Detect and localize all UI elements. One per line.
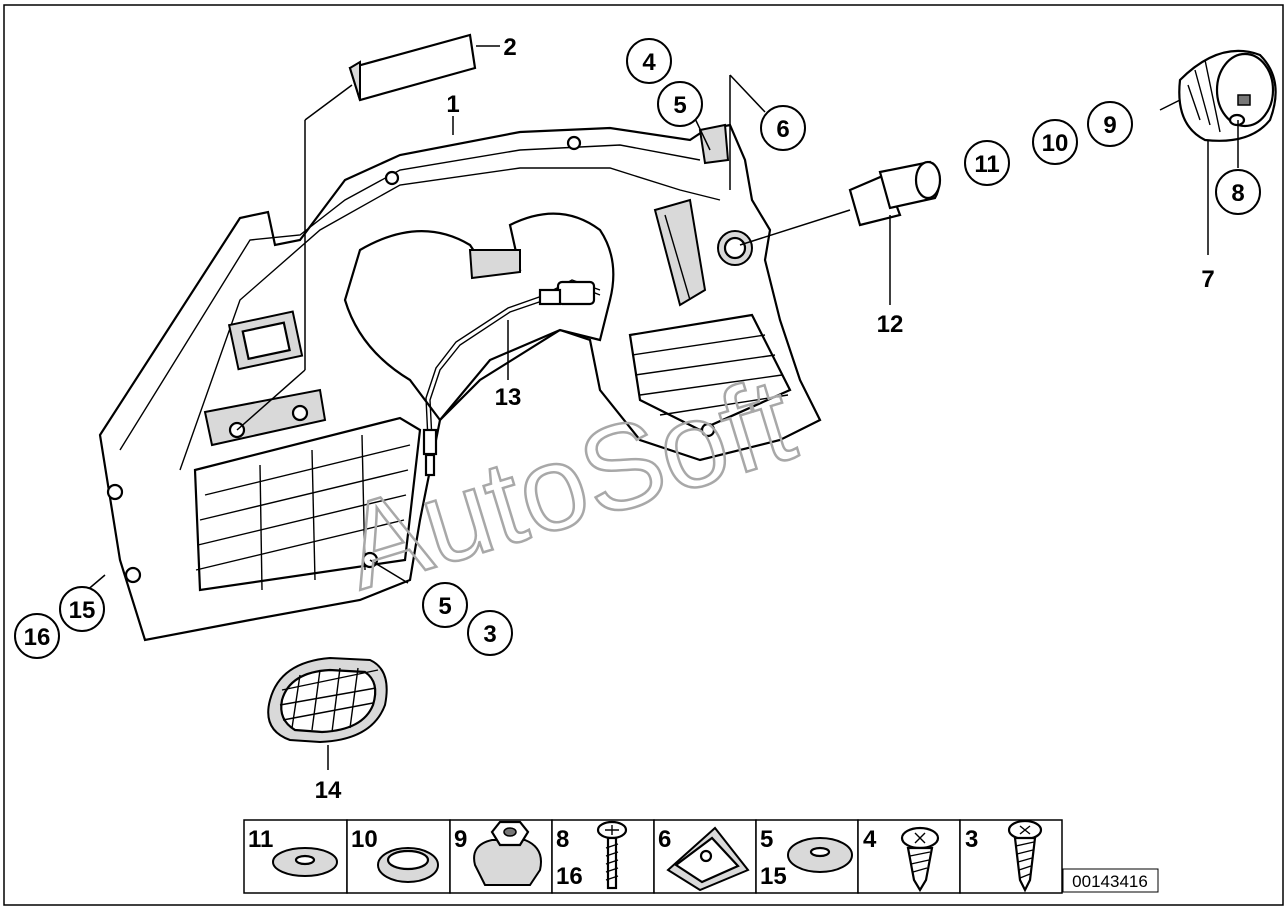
diagram-border [3,4,1284,906]
callout-4: 4 [642,49,656,76]
cap-part [1178,49,1277,142]
callout-13: 13 [495,384,522,411]
legend-label-5-bottom: 15 [760,863,787,890]
callout-16: 16 [24,624,51,651]
callout-circles: 4 5 6 11 10 9 8 5 3 15 16 [14,38,1261,659]
callout-10: 10 [1042,130,1069,157]
callout-circle-3 [467,610,513,656]
leader-lines [84,45,1239,770]
callout-circle-8 [1215,169,1261,215]
diagram-id: 00143416 [1072,872,1148,891]
callout-circle-16 [14,613,60,659]
legend-label-6-top: 4 [863,826,877,853]
legend-label-1-top: 10 [351,826,378,853]
clip-6-icon [666,826,750,892]
callout-9: 9 [1103,112,1116,139]
callout-circle-9 [1087,101,1133,147]
trim-panel-part [98,123,822,642]
callout-circle-5b [422,582,468,628]
callout-15: 15 [69,597,96,624]
callout-1: 1 [446,91,459,118]
legend-label-7-top: 3 [965,826,978,853]
legend-label-3-top: 8 [556,826,569,853]
sensor-cable-part [422,279,601,477]
washer-11-icon [272,847,338,877]
callout-circle-10 [1032,119,1078,165]
screw-3-icon [1007,819,1043,893]
callout-circle-11 [964,140,1010,186]
screw-4-icon [900,826,940,893]
callout-7: 7 [1201,266,1214,293]
socket-part [848,160,942,227]
legend-label-0-top: 11 [248,826,273,853]
callout-6: 6 [776,116,789,143]
callout-12: 12 [877,311,904,338]
callout-circle-4 [626,38,672,84]
callout-5-lower: 5 [438,593,451,620]
callout-circle-5a [657,81,703,127]
diagram-id-box [1062,868,1159,893]
cover-part [348,33,477,102]
vent-grille-part [267,656,388,744]
legend-strip: 11 10 9 8 16 6 5 15 4 3 [243,819,1063,894]
callout-labels: 1 2 7 12 13 14 [315,34,1215,804]
callout-circle-15 [59,586,105,632]
callout-2: 2 [503,34,516,61]
washer-5-icon [787,837,853,873]
callout-11: 11 [974,151,999,178]
callout-5: 5 [673,92,686,119]
legend-label-5-top: 5 [760,826,773,853]
washer-10-icon [377,847,439,883]
screw-8-icon [596,820,628,890]
nut-9-icon [473,820,542,886]
legend-label-2-top: 9 [454,826,467,853]
callout-8: 8 [1231,180,1244,207]
callout-circle-6 [760,105,806,151]
callout-14: 14 [315,777,342,804]
callout-3: 3 [483,621,496,648]
legend-label-4-top: 6 [658,826,671,853]
legend-label-3-bottom: 16 [556,863,583,890]
